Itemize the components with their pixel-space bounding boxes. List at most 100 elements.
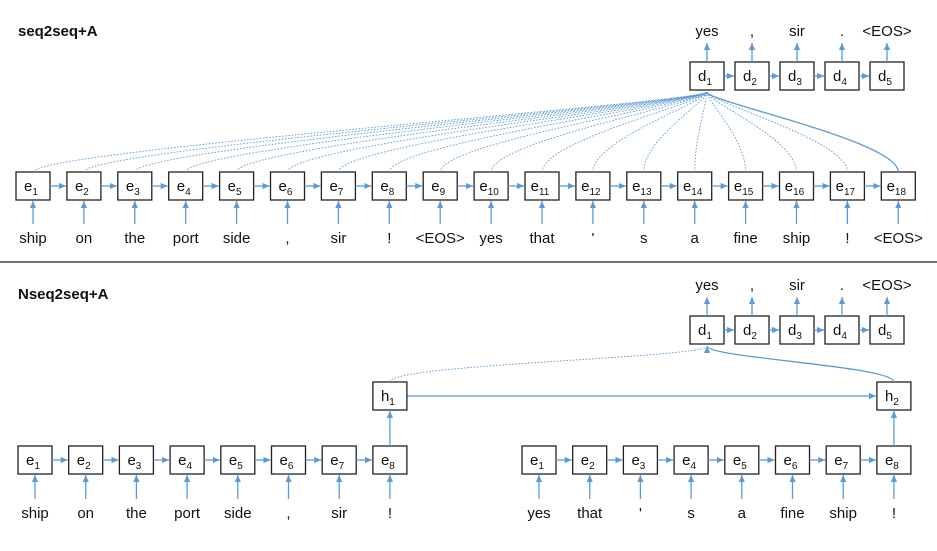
p1-decoder-node-2: d2 bbox=[734, 61, 770, 91]
p1-attention-link-9 bbox=[439, 91, 708, 173]
p1-encoder-node-18-box bbox=[880, 171, 916, 201]
p2-attention-link-h2 bbox=[703, 345, 895, 383]
p1-encoder-node-17: e17 bbox=[829, 171, 866, 201]
p1-encoder-node-10-box bbox=[473, 171, 509, 201]
p2-encoder1-token-8: ! bbox=[388, 505, 392, 522]
p1-encoder-node-18: e18 bbox=[880, 171, 916, 201]
p1-encoder-node-3: e3 bbox=[117, 171, 153, 201]
p2-encoder2-token-7: ship bbox=[829, 505, 857, 522]
p2-encoder1-node-6-box bbox=[270, 445, 307, 475]
p2-encoder1-node-8-box bbox=[372, 445, 408, 475]
p1-attention-link-13 bbox=[643, 91, 708, 173]
p2-hidden-node-1: h1 bbox=[372, 381, 408, 411]
p1-encoder-token-2: on bbox=[76, 230, 93, 247]
p2-decoder-node-1-box bbox=[689, 315, 725, 345]
p1-attention-link-14 bbox=[694, 91, 708, 173]
p1-attention-link-5 bbox=[236, 91, 708, 173]
p2-decoder-output-3: sir bbox=[789, 277, 805, 294]
p2-encoder1-token-4: port bbox=[174, 505, 201, 522]
p2-decoder-output-1: yes bbox=[695, 277, 718, 294]
p1-decoder-output-1: yes bbox=[695, 23, 718, 40]
p2-decoder-node-5: d5 bbox=[869, 315, 905, 345]
p2-encoder1-node-4-box bbox=[169, 445, 205, 475]
p2-encoder2-node-4: e4 bbox=[673, 445, 709, 475]
p1-encoder-node-1: e1 bbox=[15, 171, 51, 201]
p2-encoder2-token-3: ' bbox=[639, 505, 642, 522]
p2-encoder2-node-1: e1 bbox=[521, 445, 557, 475]
p1-encoder-token-15: fine bbox=[734, 230, 758, 247]
p1-encoder-token-5: side bbox=[223, 230, 251, 247]
p2-decoder-node-4: d4 bbox=[824, 315, 860, 345]
p2-encoder2-token-1: yes bbox=[527, 505, 550, 522]
p1-encoder-node-14: e14 bbox=[677, 171, 713, 201]
p1-decoder-node-4: d4 bbox=[824, 61, 860, 91]
p1-attention-link-2 bbox=[83, 91, 708, 173]
p2-decoder-output-4: . bbox=[840, 277, 844, 294]
p1-attention-link-15 bbox=[706, 91, 747, 173]
p1-encoder-node-6: e6 bbox=[269, 171, 306, 201]
p1-attention-link-8 bbox=[388, 91, 708, 173]
p2-encoder2-token-6: fine bbox=[780, 505, 804, 522]
p1-encoder-token-10: yes bbox=[479, 230, 502, 247]
p1-encoder-node-5: e5 bbox=[218, 171, 255, 201]
p2-encoder2-token-8: ! bbox=[892, 505, 896, 522]
p1-encoder-node-13: e13 bbox=[626, 171, 662, 201]
p2-encoder1-token-5: side bbox=[224, 505, 252, 522]
p2-decoder-node-2: d2 bbox=[734, 315, 770, 345]
p1-encoder-token-8: ! bbox=[387, 230, 391, 247]
p1-encoder-node-4: e4 bbox=[168, 171, 204, 201]
p1-encoder-token-14: a bbox=[691, 230, 700, 247]
p1-attention-link-7 bbox=[337, 91, 708, 173]
p2-hidden-node-2-box bbox=[876, 381, 912, 411]
p1-encoder-token-4: port bbox=[173, 230, 200, 247]
p2-encoder2-node-6: e6 bbox=[774, 445, 811, 475]
p2-encoder2-node-3: e3 bbox=[622, 445, 659, 475]
p2-encoder1-node-7: e7 bbox=[321, 445, 357, 475]
p2-encoder2-node-1-box bbox=[521, 445, 557, 475]
p2-encoder2-token-4: s bbox=[687, 505, 695, 522]
p1-decoder-output-5: <EOS> bbox=[862, 23, 911, 40]
p2-encoder2-token-2: that bbox=[577, 505, 603, 522]
p2-encoder2-node-3-box bbox=[622, 445, 659, 475]
p1-encoder-token-1: ship bbox=[19, 230, 47, 247]
p2-hidden-node-1-box bbox=[372, 381, 408, 411]
p1-attention-link-12 bbox=[592, 91, 708, 173]
p2-encoder1-token-6: , bbox=[286, 505, 290, 522]
p1-encoder-token-7: sir bbox=[330, 230, 346, 247]
p1-encoder-node-4-box bbox=[168, 171, 204, 201]
p1-attention-link-18 bbox=[706, 91, 899, 173]
p2-decoder-node-5-box bbox=[869, 315, 905, 345]
p2-encoder2-node-8: e8 bbox=[876, 445, 912, 475]
panel-title-seq2seq: seq2seq+A bbox=[18, 23, 98, 40]
p1-encoder-token-13: s bbox=[640, 230, 648, 247]
p2-encoder1-node-5-box bbox=[220, 445, 256, 475]
p1-encoder-token-11: that bbox=[529, 230, 555, 247]
p1-attention-link-1 bbox=[32, 91, 708, 173]
p1-encoder-token-6: , bbox=[285, 230, 289, 247]
p2-encoder1-node-8: e8 bbox=[372, 445, 408, 475]
p2-attention-link-h1 bbox=[389, 345, 708, 383]
p1-decoder-node-3-box bbox=[779, 61, 815, 91]
p1-encoder-token-18: <EOS> bbox=[874, 230, 923, 247]
p1-encoder-node-6-box bbox=[269, 171, 306, 201]
p1-encoder-token-16: ship bbox=[783, 230, 811, 247]
p2-encoder2-token-5: a bbox=[738, 505, 747, 522]
p1-decoder-output-4: . bbox=[840, 23, 844, 40]
p1-attention-link-11 bbox=[541, 91, 708, 173]
p1-encoder-node-14-box bbox=[677, 171, 713, 201]
p2-encoder1-token-3: the bbox=[126, 505, 147, 522]
p1-encoder-token-17: ! bbox=[845, 230, 849, 247]
p1-encoder-node-7: e7 bbox=[320, 171, 357, 201]
p1-attention-link-6 bbox=[287, 91, 708, 173]
p2-encoder1-node-3: e3 bbox=[118, 445, 155, 475]
p2-encoder2-node-7: e7 bbox=[825, 445, 861, 475]
p2-encoder1-node-2: e2 bbox=[68, 445, 104, 475]
p2-encoder1-node-4: e4 bbox=[169, 445, 205, 475]
panel-title-nseq2seq: Nseq2seq+A bbox=[18, 286, 109, 303]
p2-decoder-output-5: <EOS> bbox=[862, 277, 911, 294]
p2-encoder2-node-5-box bbox=[724, 445, 760, 475]
p1-encoder-node-10: e10 bbox=[473, 171, 509, 201]
p2-encoder2-node-5: e5 bbox=[724, 445, 760, 475]
p1-encoder-token-3: the bbox=[124, 230, 145, 247]
p1-encoder-node-11: e11 bbox=[524, 171, 560, 201]
